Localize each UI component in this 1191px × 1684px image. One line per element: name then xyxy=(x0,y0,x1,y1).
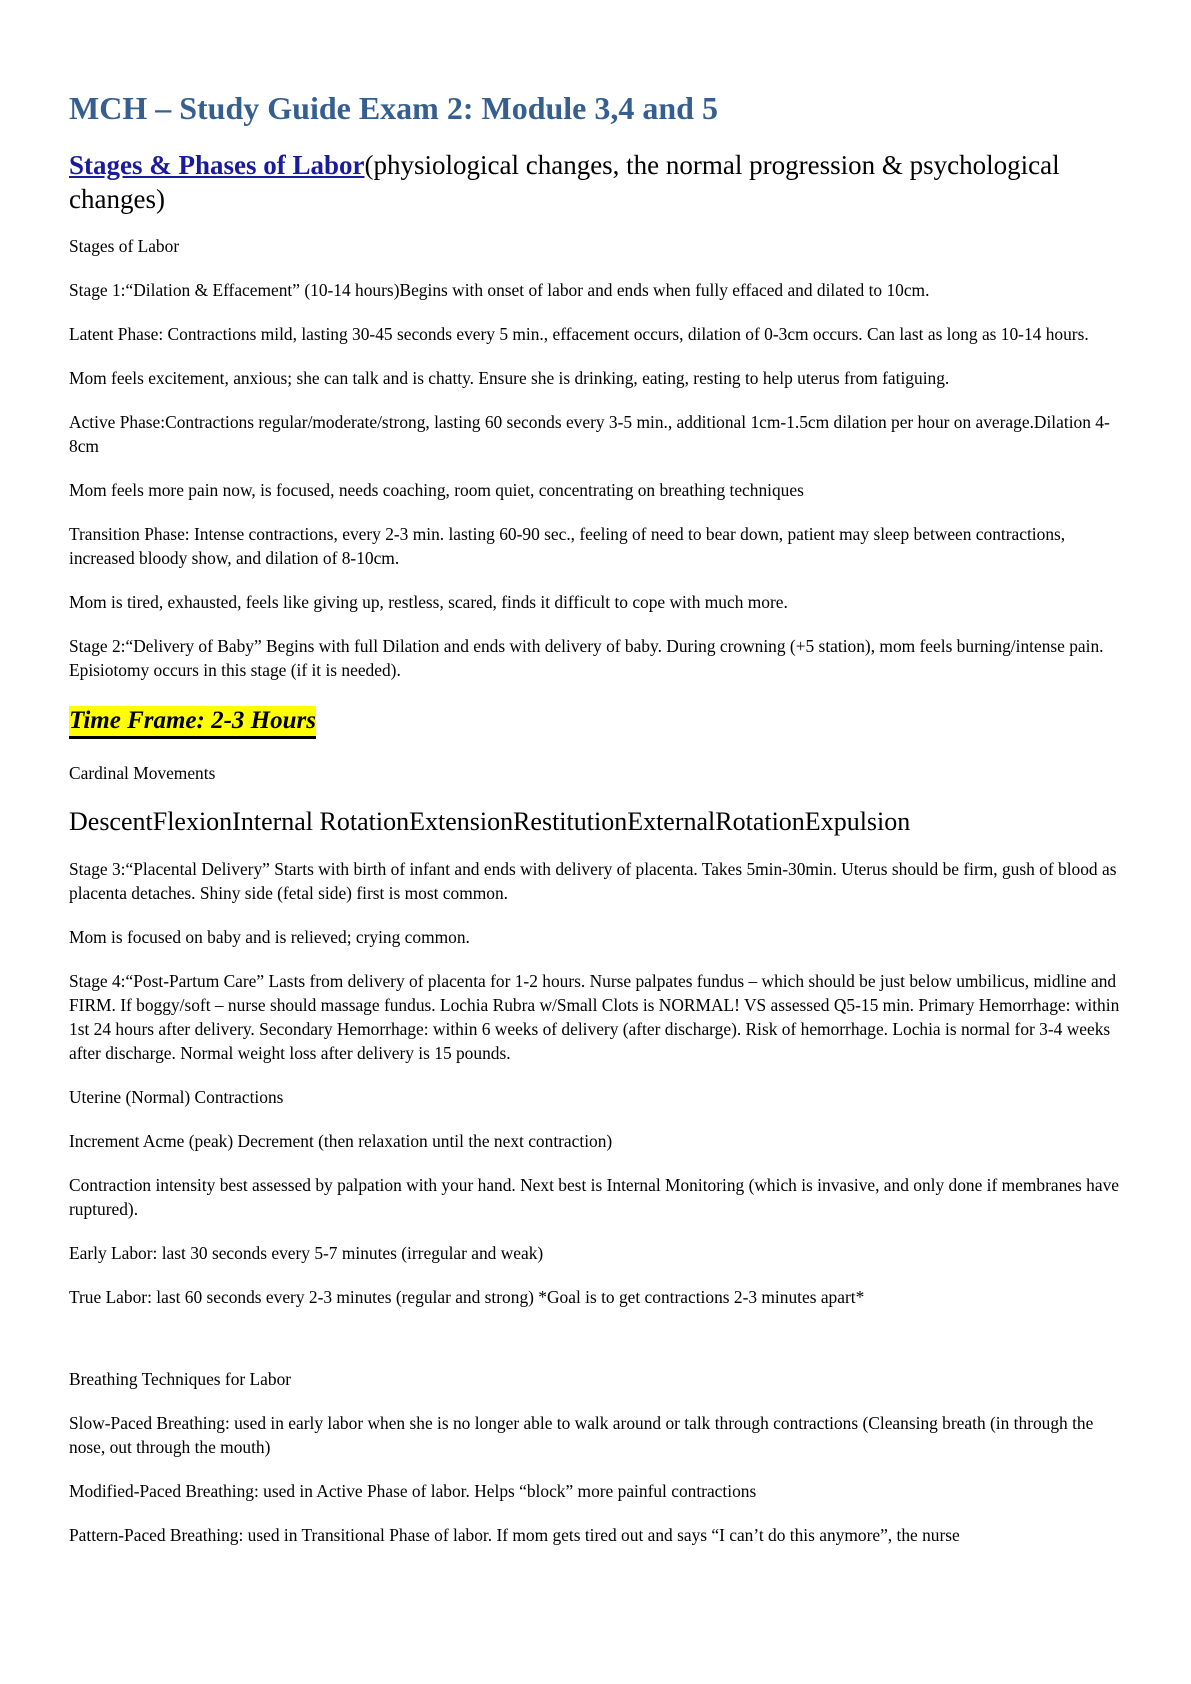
paragraph: Mom is focused on baby and is relieved; … xyxy=(69,927,470,947)
document-title: MCH – Study Guide Exam 2: Module 3,4 and… xyxy=(69,90,718,126)
paragraph: Active Phase:Contractions regular/modera… xyxy=(69,412,1110,456)
paragraph: Stage 1:“Dilation & Effacement” (10-14 h… xyxy=(69,280,930,300)
paragraph: Transition Phase: Intense contractions, … xyxy=(69,524,1066,568)
cardinal-movements-list: DescentFlexionInternal RotationExtension… xyxy=(69,807,911,836)
paragraph: Mom feels excitement, anxious; she can t… xyxy=(69,368,950,388)
section-link[interactable]: Stages & Phases of Labor xyxy=(69,150,365,180)
spacer xyxy=(69,1329,1129,1367)
paragraph: Stage 4:“Post-Partum Care” Lasts from de… xyxy=(69,971,1120,1063)
paragraph: Increment Acme (peak) Decrement (then re… xyxy=(69,1131,613,1151)
paragraph: Early Labor: last 30 seconds every 5-7 m… xyxy=(69,1243,544,1263)
paragraph: Stages of Labor xyxy=(69,236,180,256)
time-frame-highlight: Time Frame: 2-3 Hours xyxy=(69,706,316,739)
paragraph: Uterine (Normal) Contractions xyxy=(69,1087,284,1107)
paragraph: True Labor: last 60 seconds every 2-3 mi… xyxy=(69,1287,865,1307)
paragraph: Modified-Paced Breathing: used in Active… xyxy=(69,1481,757,1501)
section-heading: Stages & Phases of Labor(physiological c… xyxy=(69,148,1129,216)
paragraph: Stage 2:“Delivery of Baby” Begins with f… xyxy=(69,636,1104,680)
document-page: MCH – Study Guide Exam 2: Module 3,4 and… xyxy=(69,88,1129,1567)
paragraph: Latent Phase: Contractions mild, lasting… xyxy=(69,324,1089,344)
section-subtitle: (physiological changes, the normal progr… xyxy=(69,150,1060,214)
paragraph: Pattern-Paced Breathing: used in Transit… xyxy=(69,1525,960,1545)
paragraph: Mom is tired, exhausted, feels like givi… xyxy=(69,592,788,612)
paragraph: Breathing Techniques for Labor xyxy=(69,1369,292,1389)
cardinal-movements-label: Cardinal Movements xyxy=(69,763,216,783)
paragraph: Mom feels more pain now, is focused, nee… xyxy=(69,480,804,500)
paragraph: Slow-Paced Breathing: used in early labo… xyxy=(69,1413,1094,1457)
paragraph: Stage 3:“Placental Delivery” Starts with… xyxy=(69,859,1117,903)
paragraph: Contraction intensity best assessed by p… xyxy=(69,1175,1119,1219)
